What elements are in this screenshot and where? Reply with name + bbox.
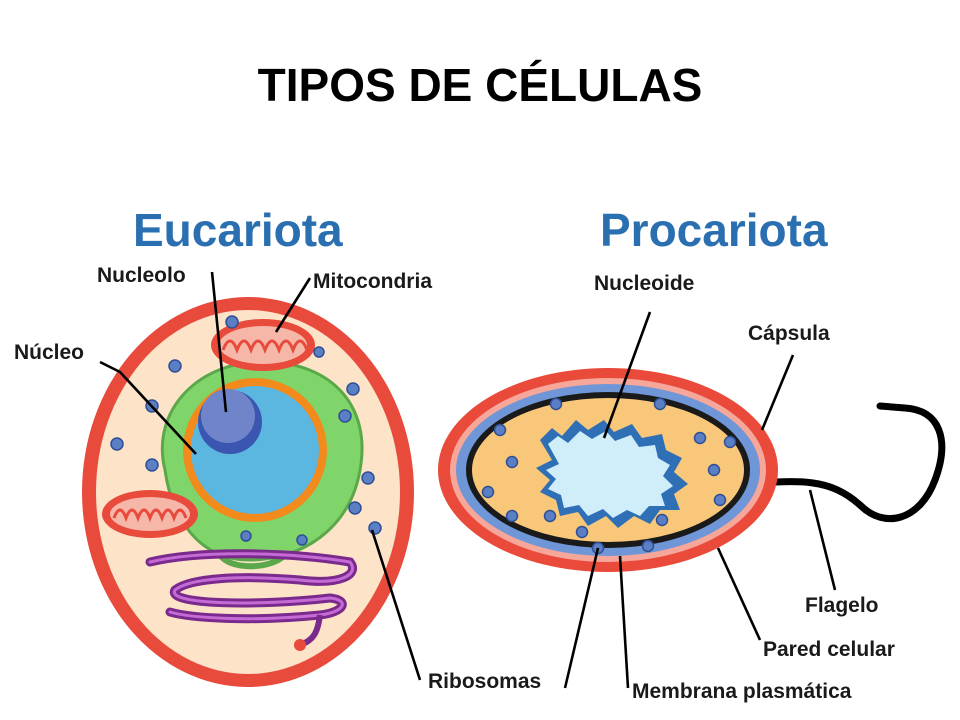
label-membrana-plasmatica: Membrana plasmática	[632, 680, 852, 703]
prokaryote-heading: Procariota	[600, 204, 828, 256]
label-nucleolo: Nucleolo	[97, 264, 186, 287]
nucleoide-leader	[602, 311, 652, 439]
flagellum	[744, 402, 946, 523]
label-ribosomas: Ribosomas	[428, 670, 541, 693]
label-capsula: Cápsula	[748, 322, 830, 345]
label-flagelo: Flagelo	[805, 594, 879, 617]
nucleoid	[546, 431, 673, 518]
membrana-plasmatica-leader	[618, 555, 630, 689]
eukaryote-heading: Eucariota	[133, 204, 343, 256]
prokaryotic-cell: Procariota Nucleoide Cápsu	[438, 204, 946, 703]
capsula-leader	[760, 354, 795, 431]
mitochondrion-top	[211, 319, 315, 371]
ribosomas-leader-eukaryote	[370, 529, 422, 681]
nucleolus	[201, 389, 255, 443]
nucleolo-leader	[210, 271, 228, 413]
eukaryotic-cell: Eucariota	[14, 204, 541, 693]
nucleo-leader	[99, 360, 197, 455]
label-mitocondria: Mitocondria	[313, 270, 432, 293]
label-nucleo: Núcleo	[14, 341, 84, 364]
label-pared-celular: Pared celular	[763, 638, 895, 661]
page-title: TIPOS DE CÉLULAS	[257, 59, 703, 111]
label-nucleoide: Nucleoide	[594, 272, 694, 295]
flagelo-leader	[808, 489, 837, 591]
pared-celular-leader	[716, 547, 762, 641]
ribosomas-leader-prokaryote	[563, 547, 600, 689]
mitochondrion-left	[102, 490, 198, 538]
mitocondria-leader	[274, 277, 312, 333]
